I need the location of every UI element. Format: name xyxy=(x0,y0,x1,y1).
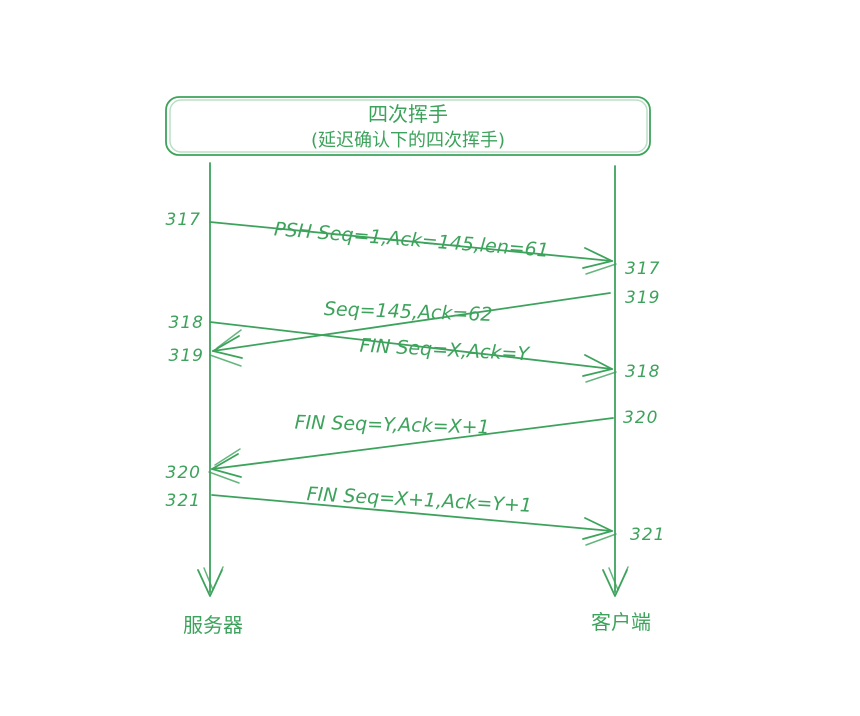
message-label: FIN Seq=X+1,Ack=Y+1 xyxy=(306,483,532,517)
client-seq-317: 317 xyxy=(625,259,660,279)
message-label: FIN Seq=X,Ack=Y xyxy=(359,335,531,366)
client-lifeline-arrow-sketch xyxy=(608,566,629,591)
arrowhead-left-icon xyxy=(211,453,239,470)
client-seq-320: 320 xyxy=(623,408,658,428)
arrowhead-sketch xyxy=(208,471,240,484)
title-box-border-sketch xyxy=(169,99,648,153)
message-fin-y: FIN Seq=Y,Ack=X+1 320 320 xyxy=(166,408,658,484)
arrowhead-sketch xyxy=(585,533,617,546)
client-seq-318: 318 xyxy=(625,362,660,382)
arrowhead-right-icon xyxy=(582,530,613,540)
client-lifeline: 客户端 xyxy=(591,165,651,634)
server-seq-317: 317 xyxy=(166,210,201,230)
server-seq-318: 318 xyxy=(169,313,204,333)
arrowhead-left-icon xyxy=(211,468,242,478)
arrowhead-left-icon xyxy=(212,350,243,359)
server-lifeline-arrow-sketch xyxy=(203,566,224,591)
title-box: 四次挥手 (延迟确认下的四次挥手) xyxy=(165,96,651,156)
arrowhead-sketch xyxy=(585,371,617,383)
server-actor-label: 服务器 xyxy=(183,613,243,637)
message-label: FIN Seq=Y,Ack=X+1 xyxy=(294,411,490,438)
client-actor-label: 客户端 xyxy=(591,610,651,634)
arrowhead-right-icon xyxy=(584,247,613,262)
message-line xyxy=(209,221,613,262)
message-line xyxy=(209,321,613,370)
diagram-title: 四次挥手 xyxy=(368,102,448,126)
message-line xyxy=(211,494,613,532)
server-seq-319: 319 xyxy=(169,346,204,366)
server-lifeline: 服务器 xyxy=(183,162,243,637)
message-label: PSH Seq=1,Ack=145,len=61 xyxy=(273,218,549,262)
arrowhead-right-icon xyxy=(584,517,613,532)
title-box-border xyxy=(165,96,651,156)
server-seq-320: 320 xyxy=(166,463,201,483)
arrowhead-sketch xyxy=(585,263,617,275)
arrowhead-sketch xyxy=(216,329,242,349)
message-line xyxy=(211,417,614,470)
message-line xyxy=(212,292,611,352)
diagram-subtitle: (延迟确认下的四次挥手) xyxy=(311,130,505,151)
client-seq-319: 319 xyxy=(625,288,660,308)
arrowhead-sketch xyxy=(214,448,241,466)
message-psh-seq1: PSH Seq=1,Ack=145,len=61 317 317 xyxy=(166,210,660,279)
arrowhead-right-icon xyxy=(582,368,613,377)
arrowhead-right-icon xyxy=(584,354,613,370)
server-seq-321: 321 xyxy=(166,491,201,511)
message-label: Seq=145,Ack=62 xyxy=(324,298,493,326)
message-fin-ack-final: FIN Seq=X+1,Ack=Y+1 321 321 xyxy=(166,483,665,546)
arrowhead-sketch xyxy=(209,354,242,367)
client-seq-321: 321 xyxy=(630,525,665,545)
arrowhead-right-icon xyxy=(582,260,613,269)
